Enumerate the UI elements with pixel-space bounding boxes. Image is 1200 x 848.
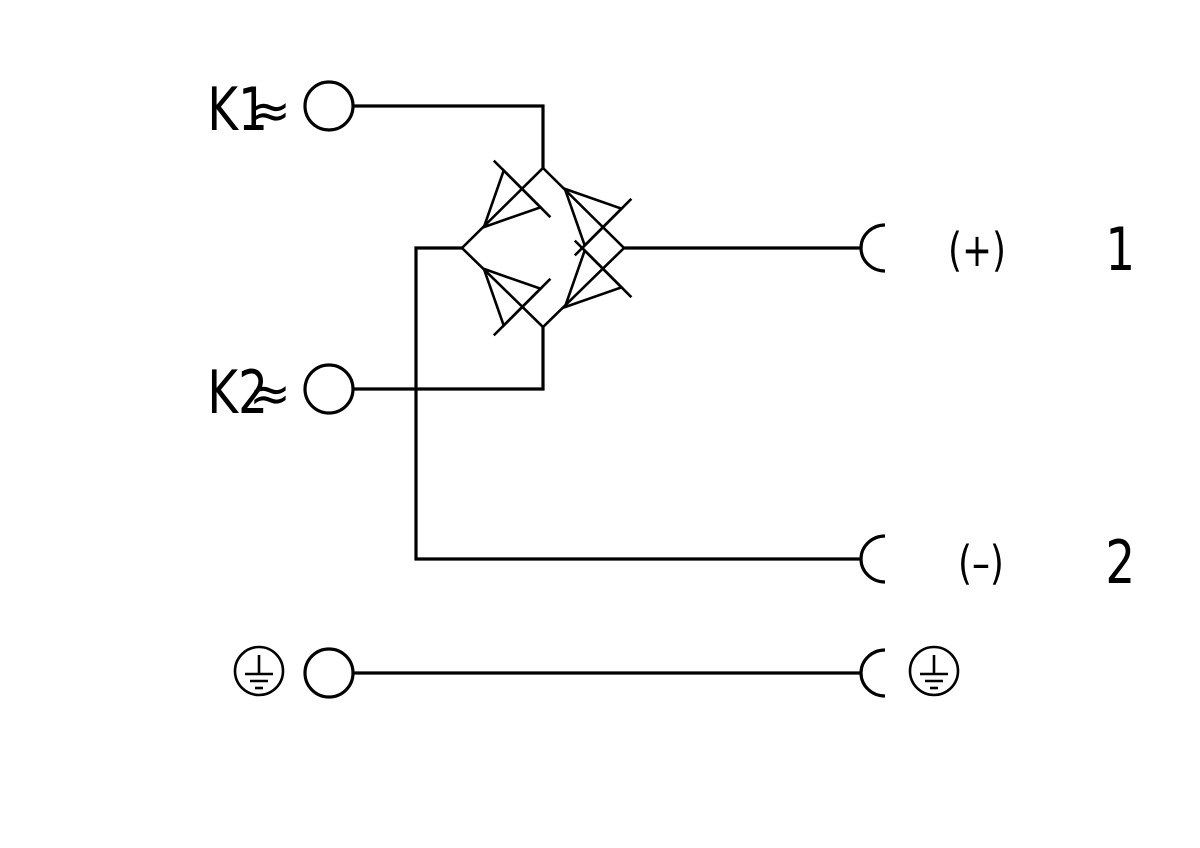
output-2-number: 2	[1105, 527, 1135, 597]
output-1-number: 1	[1105, 214, 1135, 284]
earth-input-terminal	[303, 647, 355, 699]
earth-output-icon	[908, 645, 960, 697]
output-1-polarity: (+)	[948, 224, 1006, 278]
k2-label: K2	[207, 357, 267, 427]
output-2-polarity: (–)	[958, 537, 1004, 591]
k1-label: K1	[207, 74, 267, 144]
earth-input-icon	[233, 645, 285, 697]
bridge-rectifier	[454, 159, 633, 337]
k2-wire	[352, 327, 545, 391]
k1-terminal	[303, 80, 355, 132]
earth-output-socket	[859, 648, 886, 698]
k2-ac-symbol: ≈	[249, 365, 291, 423]
k1-wire	[352, 104, 545, 168]
bridge-outline	[460, 166, 626, 329]
output-2-socket	[859, 534, 886, 584]
negative-return-wire	[414, 246, 862, 561]
output-1-socket	[859, 223, 886, 273]
wires	[352, 104, 862, 675]
k2-terminal	[303, 363, 355, 415]
k1-ac-symbol: ≈	[249, 82, 291, 140]
